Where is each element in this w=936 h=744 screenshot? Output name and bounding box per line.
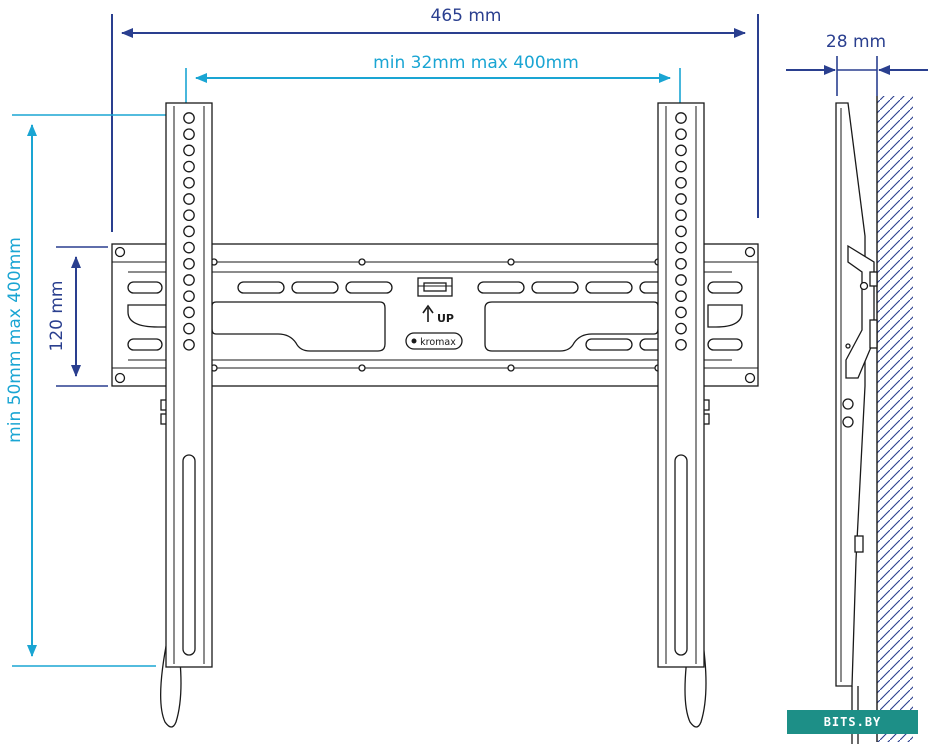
slot	[127, 338, 163, 351]
right-vertical-arm	[657, 102, 710, 728]
adjustment-hole	[675, 225, 687, 238]
side-screw	[842, 416, 854, 428]
adjustment-hole	[675, 241, 687, 254]
cutout	[707, 304, 743, 328]
adjustment-hole	[675, 160, 687, 173]
side-view	[835, 96, 913, 744]
tv-profile	[835, 102, 866, 687]
rivet	[358, 258, 366, 266]
rivet	[507, 258, 515, 266]
adjustment-hole	[675, 306, 687, 319]
adjustment-hole	[183, 290, 195, 303]
adjustment-hole	[183, 338, 195, 351]
adjustment-hole	[183, 160, 195, 173]
adjustment-hole	[675, 112, 687, 124]
bracket-spacing-label: min 32mm max 400mm	[373, 53, 579, 73]
adjustment-hole	[675, 257, 687, 270]
adjustment-hole	[675, 274, 687, 286]
safety-lock	[417, 277, 453, 297]
bracket-spacing-dimension: min 32mm max 400mm	[185, 53, 681, 115]
adjustment-hole	[183, 257, 195, 270]
wall-section	[877, 96, 913, 742]
adjustment-hole	[183, 209, 195, 222]
side-bracket	[845, 244, 875, 379]
vertical-range-label: min 50mm max 400mm	[5, 237, 25, 443]
slot-height-label: 120 mm	[47, 281, 67, 352]
adjustment-hole	[183, 306, 195, 319]
slot	[345, 281, 393, 294]
brand-badge: kromax	[405, 332, 463, 350]
adjustment-holes	[675, 112, 687, 351]
adjustment-hole	[675, 176, 687, 189]
slot	[291, 281, 339, 294]
depth-dimension: 28 mm	[786, 32, 928, 96]
rivet	[507, 364, 515, 372]
adjustment-hole	[675, 128, 687, 141]
adjustment-hole	[183, 274, 195, 286]
mount-hole	[744, 372, 756, 384]
slot	[127, 281, 163, 294]
slot	[237, 281, 285, 294]
mount-hole	[744, 246, 756, 258]
vertical-range-dimension: min 50mm max 400mm	[5, 114, 172, 667]
overall-width-dimension: 465 mm	[111, 6, 759, 232]
up-label: UP	[437, 312, 454, 325]
slot	[531, 281, 579, 294]
adjustment-hole	[183, 112, 195, 124]
slot-height-dimension: 120 mm	[47, 246, 108, 387]
rivet	[358, 364, 366, 372]
adjustment-holes	[183, 112, 195, 351]
arm-slot	[182, 454, 196, 656]
adjustment-hole	[183, 225, 195, 238]
adjustment-hole	[675, 290, 687, 303]
mount-hole	[114, 372, 126, 384]
adjustment-hole	[675, 209, 687, 222]
slot	[707, 281, 743, 294]
adjustment-hole	[183, 128, 195, 141]
adjustment-hole	[183, 176, 195, 189]
adjustment-hole	[675, 322, 687, 335]
left-vertical-arm	[160, 102, 213, 728]
slot	[707, 338, 743, 351]
slot	[585, 338, 633, 351]
watermark-badge: BITS.BY	[787, 710, 918, 734]
adjustment-hole	[183, 193, 195, 205]
side-screw	[842, 398, 854, 410]
up-marker: UP	[422, 304, 454, 325]
mount-hole	[114, 246, 126, 258]
depth-label: 28 mm	[826, 32, 886, 52]
arm-slot	[674, 454, 688, 656]
adjustment-hole	[675, 193, 687, 205]
adjustment-hole	[183, 144, 195, 157]
slot	[585, 281, 633, 294]
adjustment-hole	[675, 144, 687, 157]
pull-cord	[160, 629, 182, 728]
adjustment-hole	[675, 338, 687, 351]
adjustment-hole	[183, 241, 195, 254]
brand-label: kromax	[420, 337, 456, 348]
adjustment-hole	[183, 322, 195, 335]
wall-plate: UP kromax	[111, 243, 759, 387]
pull-cord	[684, 629, 707, 728]
overall-width-label: 465 mm	[431, 6, 502, 26]
slot	[477, 281, 525, 294]
